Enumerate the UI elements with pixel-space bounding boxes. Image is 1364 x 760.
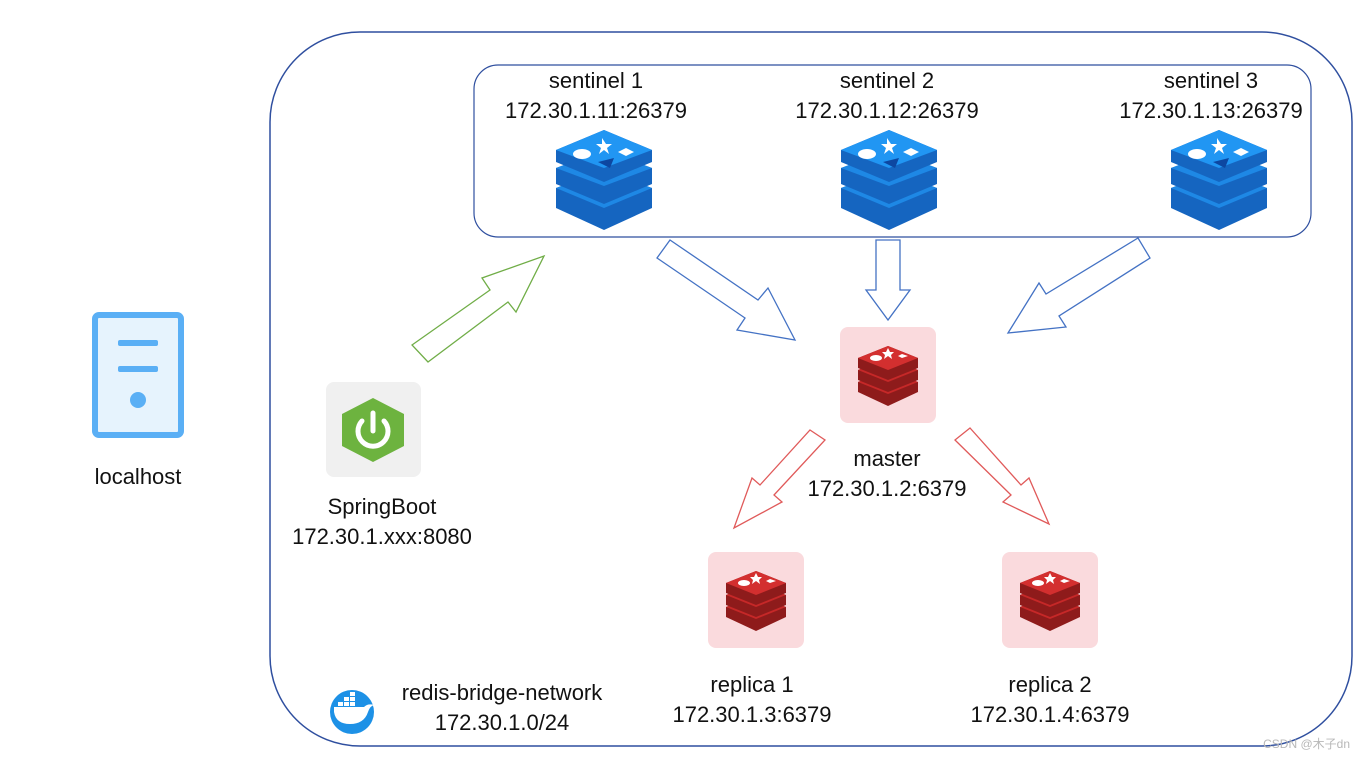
sentinel3-name: sentinel 3 [1163,68,1259,93]
master-redis-icon [840,327,936,423]
sentinel-icon-3 [1171,130,1267,230]
arrow-sentinel1-to-master [656,239,797,341]
replica2-name: replica 2 [1008,672,1092,697]
master-name: master [853,446,921,471]
springboot-icon [326,382,421,477]
replica1-redis-icon [708,552,804,648]
network-label: redis-bridge-network 172.30.1.0/24 [402,678,603,738]
sentinel-icon-2 [841,130,937,230]
master-address: 172.30.1.2:6379 [807,476,967,501]
replica1-label: replica 1 172.30.1.3:6379 [672,670,831,730]
springboot-name: SpringBoot [327,494,437,519]
arrow-springboot-to-sentinels [411,254,546,363]
watermark: CSDN @木子dn [1263,737,1350,751]
network-subnet: 172.30.1.0/24 [434,710,570,735]
sentinel-icon-1 [556,130,652,230]
sentinel2-address: 172.30.1.12:26379 [795,98,979,123]
replica1-name: replica 1 [710,672,794,697]
sentinel2-label: sentinel 2 172.30.1.12:26379 [795,66,979,126]
sentinel3-address: 172.30.1.13:26379 [1119,98,1303,123]
replica1-address: 172.30.1.3:6379 [672,702,832,727]
server-icon [92,312,184,438]
arrow-master-to-replica2 [954,427,1051,526]
arrow-sentinel3-to-master [1006,237,1151,334]
springboot-address: 172.30.1.xxx:8080 [292,524,472,549]
springboot-label: SpringBoot 172.30.1.xxx:8080 [292,492,472,552]
network-name: redis-bridge-network [401,680,603,705]
master-label: master 172.30.1.2:6379 [807,444,966,504]
sentinel1-label: sentinel 1 172.30.1.11:26379 [505,66,687,126]
sentinel2-name: sentinel 2 [839,68,935,93]
replica2-address: 172.30.1.4:6379 [970,702,1130,727]
localhost-label: localhost [94,464,182,489]
sentinel3-label: sentinel 3 172.30.1.13:26379 [1119,66,1303,126]
replica2-label: replica 2 172.30.1.4:6379 [970,670,1129,730]
sentinel1-address: 172.30.1.11:26379 [505,98,687,123]
arrow-sentinel2-to-master [864,239,912,322]
arrow-master-to-replica1 [732,429,826,530]
sentinel-group-box [473,64,1312,238]
docker-icon [330,690,374,734]
network-boundary [269,31,1353,747]
replica2-redis-icon [1002,552,1098,648]
sentinel1-name: sentinel 1 [548,68,644,93]
